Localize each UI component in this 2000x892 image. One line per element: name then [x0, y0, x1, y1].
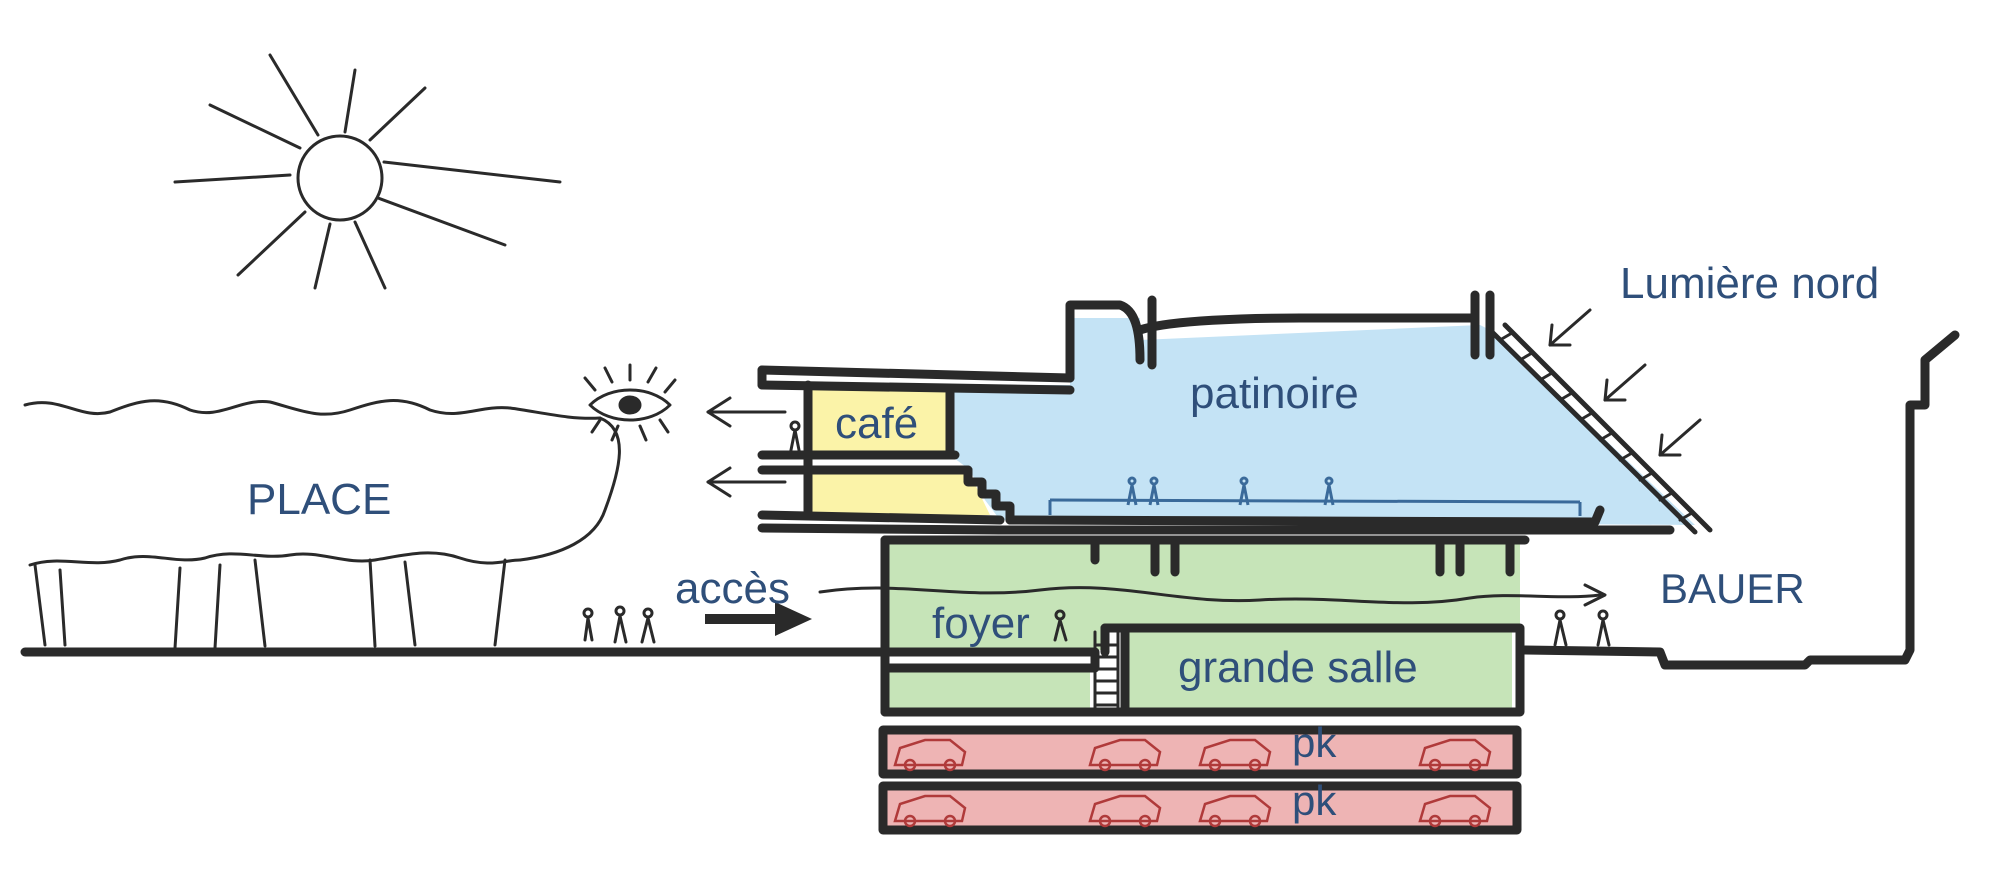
grande-salle-fill — [1125, 632, 1512, 708]
cafe-lower-fill — [808, 470, 990, 515]
foyer-flow — [818, 583, 1607, 607]
label-place: PLACE — [247, 475, 392, 524]
patinoire-fill — [950, 318, 1695, 525]
sun-icon — [173, 53, 562, 290]
person-icon — [582, 420, 1611, 647]
label-bauer: BAUER — [1660, 565, 1805, 612]
label-acces: accès — [675, 564, 790, 613]
label-grande-salle: grande salle — [1178, 643, 1418, 692]
place-trees — [23, 399, 621, 650]
arrow-icon — [705, 602, 812, 636]
cafe-fill — [808, 385, 950, 455]
ground-line — [20, 647, 1100, 673]
label-cafe: café — [835, 399, 919, 448]
foyer-lower-fill — [885, 668, 1090, 712]
ice-rail — [1048, 498, 1582, 516]
skaters — [1126, 476, 1335, 506]
foyer-fill — [885, 540, 1520, 650]
view-arrows — [706, 396, 787, 498]
north-light-arrows — [1548, 308, 1702, 457]
north-glazing — [1487, 322, 1713, 535]
label-foyer: foyer — [932, 599, 1030, 648]
car-icon — [893, 738, 1492, 828]
label-pk-upper: pk — [1292, 719, 1337, 766]
ground-line-right — [1520, 330, 1960, 670]
label-patinoire: patinoire — [1190, 369, 1359, 418]
eye-icon — [583, 363, 677, 442]
stair — [1093, 630, 1120, 714]
label-pk-lower: pk — [1292, 777, 1337, 824]
label-lumiere-nord: Lumière nord — [1620, 259, 1880, 308]
building-section — [757, 290, 1675, 835]
